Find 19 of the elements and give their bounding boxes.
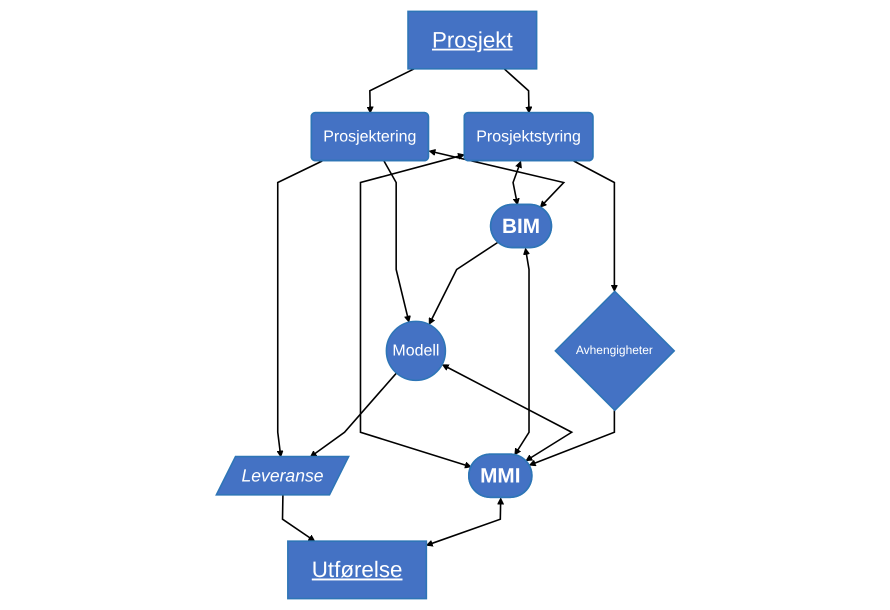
arrow	[428, 242, 498, 325]
arrow	[382, 160, 411, 323]
arrow	[528, 410, 615, 466]
arrow	[359, 152, 472, 468]
node-box: Utførelse	[286, 540, 427, 600]
arrow	[281, 495, 315, 542]
node-box: Prosjekt	[406, 10, 538, 70]
arrow	[514, 248, 530, 456]
arrow	[573, 160, 618, 292]
node-circle: Modell	[385, 320, 446, 382]
arrow	[426, 498, 504, 547]
arrow	[512, 160, 522, 206]
arrow	[428, 149, 565, 208]
arrow	[366, 68, 414, 114]
node-diamond: Avhengigheter	[554, 290, 676, 412]
arrow	[503, 68, 532, 114]
arrow	[442, 364, 574, 462]
arrow	[310, 372, 397, 458]
arrow	[276, 160, 322, 458]
